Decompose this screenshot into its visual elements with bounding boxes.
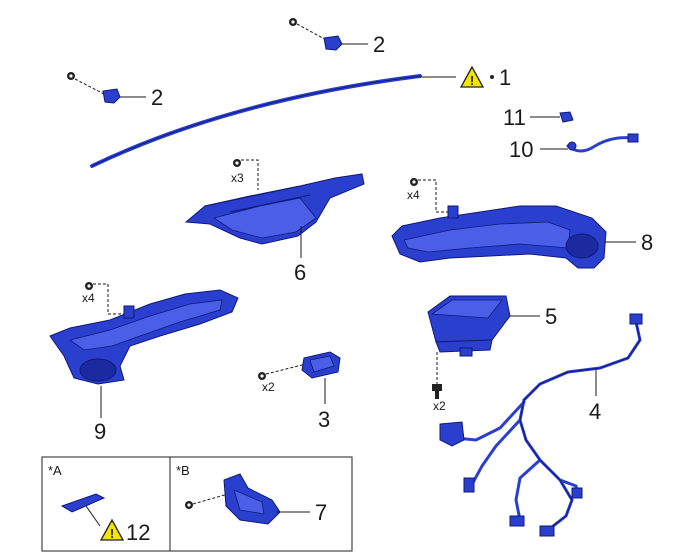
quantity-9: x4 [82,291,95,305]
quantity-5: x2 [433,399,446,413]
warning-mark: ! [470,73,474,88]
part-label-2-left: 2 [151,85,163,110]
airbag-module-part-12 [60,493,106,513]
part-label-9: 9 [94,419,106,444]
screw-icon [258,372,266,380]
screw-icon [85,282,93,290]
inset-tag-a: *A [48,463,62,478]
part-label-11: 11 [503,105,526,130]
inset-tag-b: *B [176,463,190,478]
quantity-8: x4 [407,188,420,202]
part-label-5: 5 [545,304,557,329]
ecu-box-part-5 [427,295,511,357]
warning-icon: ! [459,65,485,88]
part-label-2-top: 2 [373,32,385,57]
warning-mark: ! [110,526,114,541]
screw-icon [185,501,193,509]
part-label-8: 8 [641,230,653,255]
part-label-7: 7 [315,500,327,525]
curtain-airbag-part-1 [90,74,422,168]
inset-box [41,456,353,552]
duct-part-9 [49,289,239,385]
connector-part-11 [559,111,574,123]
screw-icon [410,178,418,186]
part-label-1: 1 [499,65,511,90]
part-label-6: 6 [294,260,306,285]
screw-icon [233,159,241,167]
clip-part-2-top [323,35,343,51]
sensor-bracket-part-3 [301,351,341,379]
screw-icon [67,72,75,80]
clip-part-2-left [102,88,121,104]
part-label-4: 4 [589,399,601,424]
bolt-icon [432,384,442,399]
part-label-12: 12 [126,520,150,545]
warning-icon: ! [99,518,125,541]
wire-harness-part-4 [439,313,643,537]
quantity-6: x3 [231,171,244,185]
part-label-10: 10 [509,137,533,162]
screw-icon [289,18,297,26]
sensor-bracket-part-7 [223,473,281,525]
duct-part-6 [184,173,365,245]
part-label-3: 3 [318,407,330,432]
duct-part-8 [391,205,607,269]
quantity-3: x2 [262,380,275,394]
sensor-cable-part-10 [566,133,639,153]
